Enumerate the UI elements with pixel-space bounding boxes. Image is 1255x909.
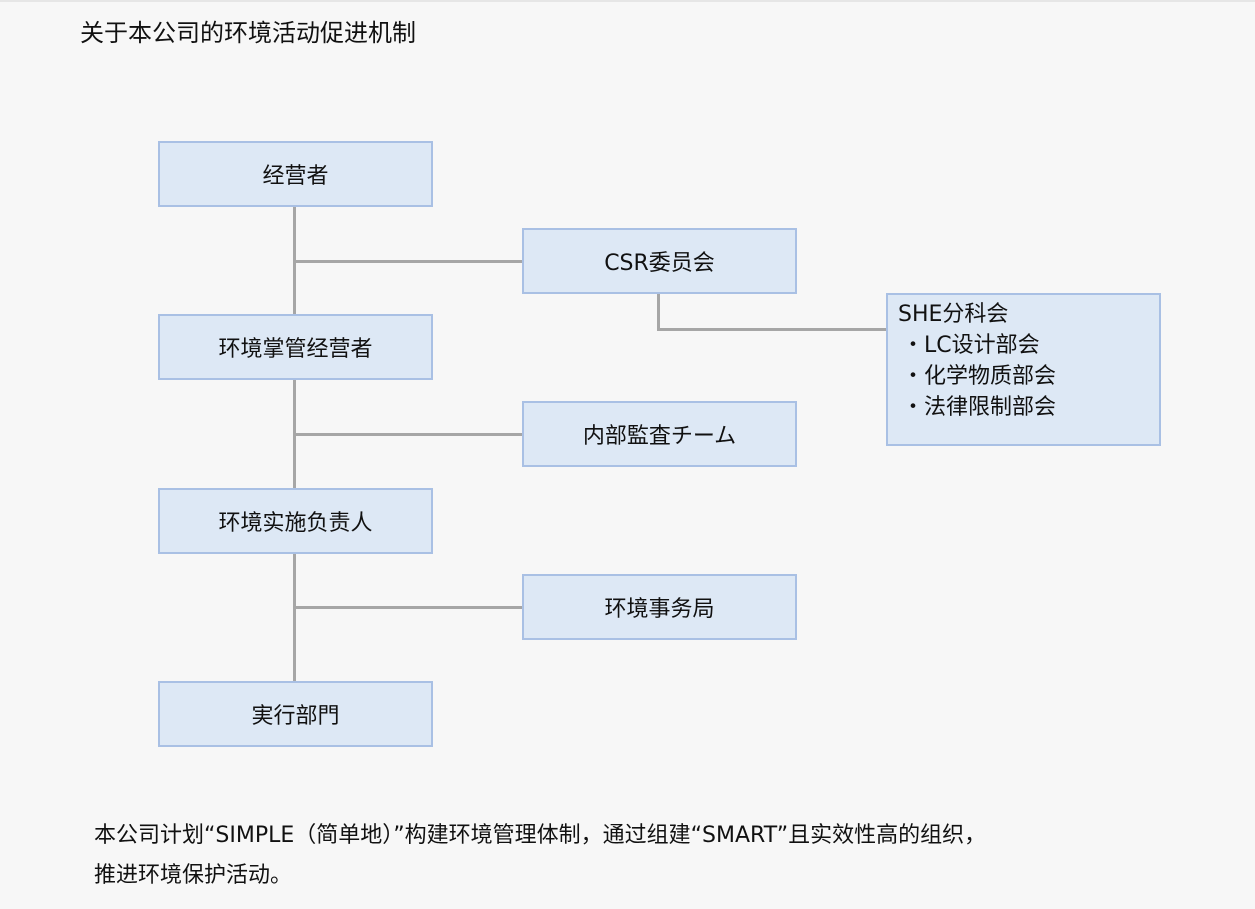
node-internal-audit: 内部監査チーム bbox=[522, 401, 797, 467]
node-env-office: 环境事务局 bbox=[522, 574, 797, 640]
main-trunk-connector bbox=[293, 206, 296, 683]
node-management: 经营者 bbox=[158, 141, 433, 207]
page-title: 关于本公司的环境活动促进机制 bbox=[80, 19, 416, 47]
node-csr-committee: CSR委员会 bbox=[522, 228, 797, 294]
she-item-lc-design: ・LC设计部会 bbox=[902, 333, 1040, 358]
csr-branch-connector bbox=[295, 260, 523, 263]
csr-she-vertical-connector bbox=[657, 293, 660, 331]
node-execution-dept: 実行部門 bbox=[158, 681, 433, 747]
office-branch-connector bbox=[295, 606, 523, 609]
top-divider bbox=[0, 0, 1255, 2]
footer-description: 本公司计划“SIMPLE（简单地）”构建环境管理体制，通过组建“SMART”且实… bbox=[94, 816, 1244, 896]
node-env-officer: 环境实施负责人 bbox=[158, 488, 433, 554]
she-title: SHE分科会 bbox=[898, 302, 1009, 327]
node-she-subcommittee: SHE分科会 ・LC设计部会 ・化学物质部会 ・法律限制部会 bbox=[886, 293, 1161, 446]
node-env-executive: 环境掌管经营者 bbox=[158, 314, 433, 380]
footer-line-2: 推进环境保护活动。 bbox=[94, 863, 293, 888]
audit-branch-connector bbox=[295, 433, 523, 436]
csr-she-horizontal-connector bbox=[657, 328, 888, 331]
footer-line-1: 本公司计划“SIMPLE（简单地）”构建环境管理体制，通过组建“SMART”且实… bbox=[94, 823, 987, 848]
she-item-chemicals: ・化学物质部会 bbox=[902, 364, 1057, 389]
she-item-regulations: ・法律限制部会 bbox=[902, 395, 1057, 420]
